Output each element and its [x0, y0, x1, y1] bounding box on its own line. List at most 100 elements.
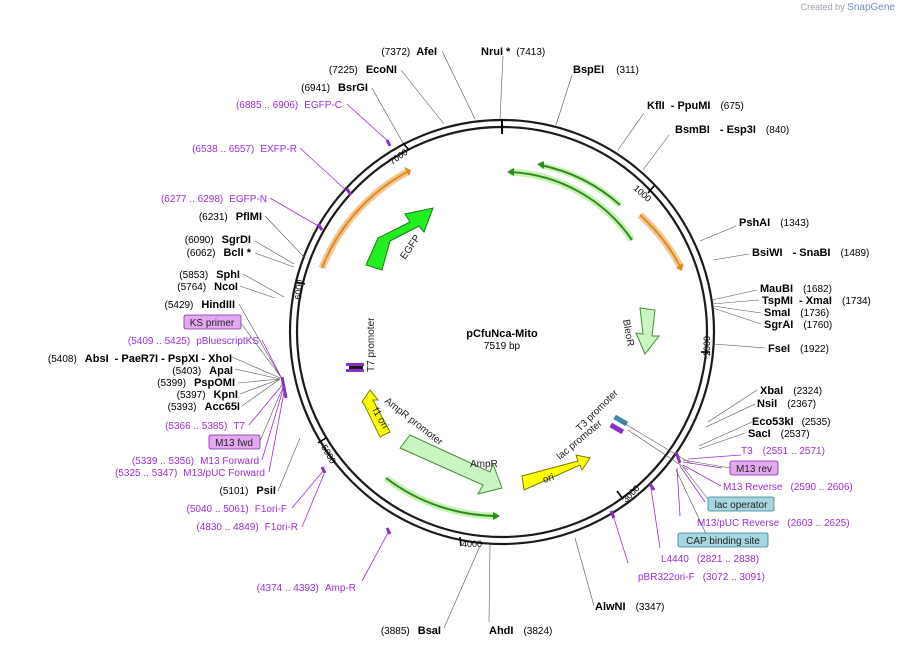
svg-text:(6090)SgrDI: (6090)SgrDI — [185, 234, 251, 246]
svg-text:(7372)AfeI: (7372)AfeI — [381, 46, 437, 58]
orf-arrow-green-3 — [493, 512, 500, 520]
svg-text:(6062)BclI *: (6062)BclI * — [187, 247, 252, 259]
svg-text:lac operator: lac operator — [715, 500, 768, 511]
svg-text:M13 fwd: M13 fwd — [215, 438, 253, 449]
svg-text:SgrAI(1760): SgrAI(1760) — [764, 319, 832, 331]
orf-arc-green-2-core — [539, 164, 621, 206]
svg-text:(5408)AbsI- PaeR7I - PspXI - X: (5408)AbsI- PaeR7I - PspXI - XhoI — [48, 353, 232, 365]
orf-arrow-green-1 — [507, 168, 514, 176]
feature-label-ori: ori — [542, 472, 556, 486]
feature-egfp — [365, 207, 434, 271]
mcs-left-markers — [346, 363, 364, 372]
svg-text:(5393)Acc65I: (5393)Acc65I — [168, 401, 240, 413]
feature-f1-ori — [361, 389, 391, 438]
svg-text:M13 rev: M13 rev — [736, 464, 772, 475]
feature-label-t7-promoter: T7 promoter — [366, 317, 377, 372]
orf-arrow-egfp — [404, 167, 411, 176]
svg-text:(6277 .. 6298)EGFP-N: (6277 .. 6298)EGFP-N — [161, 194, 267, 205]
plasmid-name: pCfuNca-Mito — [466, 328, 538, 340]
orf-arc-green-2 — [539, 162, 622, 208]
tick-label-4000: 4000 — [462, 539, 482, 549]
svg-text:NruI *(7413): NruI *(7413) — [481, 46, 545, 58]
svg-text:KflI- PpuMI(675): KflI- PpuMI(675) — [647, 100, 744, 112]
svg-text:(6231)PflMI: (6231)PflMI — [199, 211, 262, 223]
box-cap-site: CAP binding site — [677, 532, 769, 548]
box-lac-operator: lac operator — [707, 496, 775, 512]
svg-text:CAP binding site: CAP binding site — [686, 536, 760, 547]
svg-text:(5366 .. 5385)T7: (5366 .. 5385)T7 — [165, 421, 245, 432]
svg-text:L4440(2821 .. 2838): L4440(2821 .. 2838) — [661, 554, 759, 565]
svg-text:(6885 .. 6906)EGFP-C: (6885 .. 6906)EGFP-C — [236, 100, 342, 111]
svg-text:(5397)KpnI: (5397)KpnI — [177, 389, 238, 401]
mcs-right-markers — [609, 414, 629, 435]
box-ks-primer: KS primer — [183, 314, 242, 330]
svg-text:(5853)SphI: (5853)SphI — [179, 269, 240, 281]
orf-arc-egfp — [318, 167, 411, 270]
box-m13-fwd: M13 fwd — [208, 434, 261, 450]
svg-text:BsiWI- SnaBI(1489): BsiWI- SnaBI(1489) — [752, 247, 869, 259]
orf-arc-green-3-core — [385, 477, 499, 517]
enzyme-labels-bottom: AlwNI(3347) AhdI(3824) (3885)BsaI — [381, 601, 665, 637]
svg-text:KS primer: KS primer — [190, 318, 235, 329]
svg-text:(6941)BsrGI: (6941)BsrGI — [301, 82, 368, 94]
svg-text:MauBI(1682): MauBI(1682) — [760, 283, 832, 295]
svg-text:PshAI(1343): PshAI(1343) — [739, 217, 809, 229]
svg-text:NsiI(2367): NsiI(2367) — [757, 398, 816, 410]
feature-bleor — [635, 307, 661, 355]
svg-text:(5764)NcoI: (5764)NcoI — [177, 281, 238, 293]
tick-label-6000: 6000 — [293, 279, 305, 300]
feature-label-egfp: EGFP — [398, 233, 423, 262]
svg-text:SacI(2537): SacI(2537) — [748, 428, 810, 440]
svg-text:(4374 .. 4393)Amp-R: (4374 .. 4393)Amp-R — [257, 583, 356, 594]
tick-label-2000: 2000 — [702, 336, 712, 356]
svg-text:(3885)BsaI: (3885)BsaI — [381, 625, 441, 637]
ruler-ticks — [295, 142, 710, 547]
svg-text:(7225)EcoNI: (7225)EcoNI — [329, 64, 397, 76]
svg-text:(5339 .. 5356)M13 Forward: (5339 .. 5356)M13 Forward — [132, 456, 259, 467]
primer-labels-right: T3(2551 .. 2571) M13 Reverse(2590 .. 260… — [638, 446, 853, 583]
primer-site-marks — [280, 139, 682, 535]
svg-text:(5399)PspOMI: (5399)PspOMI — [157, 377, 235, 389]
primer-leaders — [248, 103, 742, 582]
orf-arc-green-1-core — [509, 171, 633, 241]
feature-box-leaders — [239, 321, 731, 541]
svg-text:TspMI- XmaI(1734): TspMI- XmaI(1734) — [762, 295, 871, 307]
svg-text:(5409 .. 5425)pBluescriptKS: (5409 .. 5425)pBluescriptKS — [128, 336, 259, 347]
orf-arc-green-1 — [509, 168, 635, 242]
svg-text:Eco53kI(2535): Eco53kI(2535) — [752, 416, 831, 428]
svg-text:(6538 .. 6557)EXFP-R: (6538 .. 6557)EXFP-R — [192, 144, 297, 155]
feature-label-ampr: AmpR — [470, 459, 498, 470]
svg-text:pBR322ori-F(3072 .. 3091): pBR322ori-F(3072 .. 3091) — [638, 572, 765, 583]
orf-arc-bleor-core — [639, 214, 682, 269]
credit-brand: SnapGene — [847, 2, 895, 13]
svg-text:M13 Reverse(2590 .. 2606): M13 Reverse(2590 .. 2606) — [723, 482, 853, 493]
svg-text:SmaI(1736): SmaI(1736) — [764, 307, 829, 319]
feature-ori — [521, 454, 591, 491]
svg-text:(5429)HindIII: (5429)HindIII — [164, 299, 235, 311]
credit-prefix: Created by — [800, 2, 845, 12]
feature-ampr — [399, 434, 503, 495]
orf-arrow-bleor — [676, 263, 683, 271]
svg-text:(5101)PsiI: (5101)PsiI — [220, 485, 276, 497]
svg-text:AhdI(3824): AhdI(3824) — [489, 625, 552, 637]
svg-text:AlwNI(3347): AlwNI(3347) — [595, 601, 664, 613]
orf-arrow-green-2 — [537, 161, 544, 169]
svg-text:M13/pUC Reverse(2603 .. 2625): M13/pUC Reverse(2603 .. 2625) — [697, 518, 850, 529]
primer-labels-left: (6885 .. 6906)EGFP-C (6538 .. 6557)EXFP-… — [115, 100, 356, 594]
feature-label-bleor: BleoR — [620, 319, 636, 348]
svg-text:FseI(1922): FseI(1922) — [768, 343, 829, 355]
plasmid-size: 7519 bp — [484, 341, 521, 352]
svg-text:(4830 .. 4849)F1ori-R: (4830 .. 4849)F1ori-R — [196, 522, 298, 533]
svg-text:(5040 .. 5061)F1ori-F: (5040 .. 5061)F1ori-F — [187, 504, 288, 515]
enzyme-labels-right: NruI *(7413) BspEI(311) KflI- PpuMI(675)… — [481, 46, 871, 440]
svg-text:BsmBI- Esp3I(840): BsmBI- Esp3I(840) — [675, 124, 789, 136]
svg-text:(5403)ApaI: (5403)ApaI — [172, 365, 233, 377]
snapgene-credit: Created by SnapGene — [801, 2, 895, 13]
svg-text:(5325 .. 5347)M13/pUC Forward: (5325 .. 5347)M13/pUC Forward — [115, 468, 265, 479]
box-m13-rev: M13 rev — [729, 460, 779, 476]
enzyme-labels-left: (7372)AfeI (7225)EcoNI (6941)BsrGI (6231… — [48, 46, 437, 497]
svg-text:BspEI(311): BspEI(311) — [573, 64, 639, 76]
svg-text:XbaI(2324): XbaI(2324) — [760, 385, 822, 397]
enzyme-leaders — [231, 50, 766, 629]
